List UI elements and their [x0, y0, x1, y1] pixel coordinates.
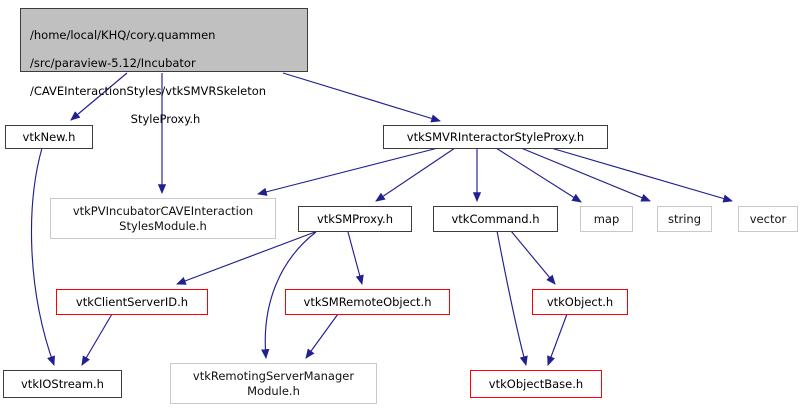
root-path-line: /home/local/KHQ/cory.quammen: [30, 28, 216, 42]
node-vtksmproxy-h[interactable]: vtkSMProxy.h: [298, 206, 412, 232]
node-vector: vector: [738, 206, 798, 232]
edge-vtksmvr-vector: [550, 147, 733, 203]
node-vtksmvrinteractorstyleproxy-h[interactable]: vtkSMVRInteractorStyleProxy.h: [383, 125, 608, 149]
edge-vtksmproxy-vtksmremoteobject: [347, 231, 364, 285]
edge-vtksmvr-vtksmproxy: [375, 147, 456, 202]
edge-vtksmvr-string: [520, 147, 651, 202]
edge-vtksmproxy-vtkclientserverid: [176, 231, 316, 285]
node-map: map: [580, 206, 633, 232]
node-vtknew-h[interactable]: vtkNew.h: [5, 125, 93, 149]
node-root-file-path: /home/local/KHQ/cory.quammen /src/paravi…: [20, 8, 308, 126]
edge-vtkclientserverid-vtkiostream: [81, 313, 113, 366]
node-vtkcommand-h[interactable]: vtkCommand.h: [433, 206, 558, 232]
node-vtkobjectbase-h[interactable]: vtkObjectBase.h: [470, 370, 602, 398]
node-vtkpvincubatorcaveinteractionstylesmodule-h: vtkPVIncubatorCAVEInteraction StylesModu…: [50, 198, 276, 239]
node-vtkclientserverid-h[interactable]: vtkClientServerID.h: [56, 289, 208, 315]
edge-vtksmremoteobject-vtkremotingmodule: [305, 313, 339, 359]
node-string: string: [657, 206, 712, 232]
node-vtksmremoteobject-h[interactable]: vtkSMRemoteObject.h: [285, 289, 450, 315]
edge-vtknew-vtkiostream: [30, 147, 55, 366]
edge-vtkobject-vtkobjectbase: [547, 313, 568, 366]
node-vtkiostream-h[interactable]: vtkIOStream.h: [3, 370, 122, 398]
root-path-line: StyleProxy.h: [130, 112, 201, 126]
edge-vtksmvr-vtkpvincubatormodule: [256, 147, 439, 196]
node-vtkobject-h[interactable]: vtkObject.h: [532, 289, 628, 315]
node-vtkremotingservermanagermodule-h: vtkRemotingServerManager Module.h: [170, 363, 377, 404]
edge-root-vtksmvrinteractorstyleproxy: [282, 72, 441, 123]
edge-vtksmproxy-vtkremotingmodule: [261, 231, 317, 360]
edge-root-vtknew: [70, 72, 128, 121]
edge-vtkcommand-vtkobject: [510, 230, 556, 285]
edge-vtkcommand-vtkobjectbase: [496, 230, 528, 366]
edge-vtksmvr-map: [495, 147, 582, 203]
root-path-line: /src/paraview-5.12/Incubator: [30, 56, 196, 70]
root-path-line: /CAVEInteractionStyles/vtkSMVRSkeleton: [30, 84, 267, 98]
